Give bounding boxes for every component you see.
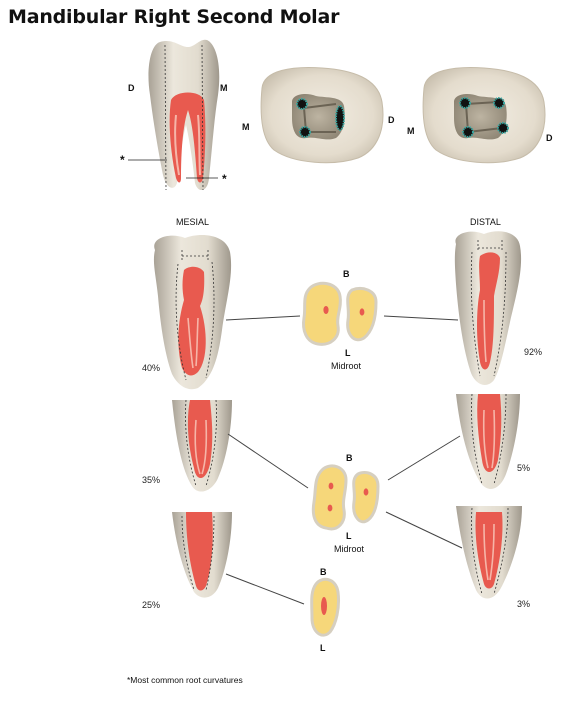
mesial-mid-percent: 35% (142, 475, 161, 485)
cross-section-midroot-top (302, 281, 378, 346)
buccal-label-bottom: B (320, 567, 327, 577)
mesial-column-label: MESIAL (176, 217, 210, 227)
occlusal-right-m-label: M (407, 126, 415, 136)
occlusal-left-m-label: M (242, 122, 250, 132)
lingual-label-mid: L (346, 531, 352, 541)
buccal-label-mid: B (346, 453, 353, 463)
cross-section-midroot-mid (311, 464, 380, 531)
connector-lines (225, 315, 463, 605)
lingual-label-bottom: L (320, 643, 326, 653)
distal-label: D (128, 83, 135, 93)
curvature-star-left: * (120, 153, 125, 167)
distal-top-percent: 92% (524, 347, 543, 357)
distal-root-full (454, 231, 522, 385)
mesial-root-apical (172, 512, 232, 598)
midroot-label-mid: Midroot (334, 544, 365, 554)
lingual-label-top: L (345, 348, 351, 358)
mesial-root-full (153, 234, 232, 390)
distal-root-mid (456, 393, 520, 489)
footnote: *Most common root curvatures (127, 675, 243, 685)
mesial-label: M (220, 83, 228, 93)
distal-root-apical (456, 506, 522, 599)
distal-mid-percent: 5% (517, 463, 531, 473)
occlusal-left-d-label: D (388, 115, 395, 125)
mesial-bot-percent: 25% (142, 600, 161, 610)
whole-tooth-illustration (128, 39, 220, 191)
page-title: Mandibular Right Second Molar (8, 6, 340, 28)
occlusal-view-right (422, 67, 546, 164)
buccal-label-top: B (343, 269, 350, 279)
cross-section-apical (310, 577, 340, 637)
occlusal-view-left (260, 67, 384, 164)
mesial-root-mid (172, 399, 232, 492)
mesial-top-percent: 40% (142, 363, 161, 373)
distal-bot-percent: 3% (517, 599, 531, 609)
occlusal-right-d-label: D (546, 133, 553, 143)
curvature-star-right: * (222, 172, 227, 186)
distal-column-label: DISTAL (470, 217, 501, 227)
midroot-label-top: Midroot (331, 361, 362, 371)
